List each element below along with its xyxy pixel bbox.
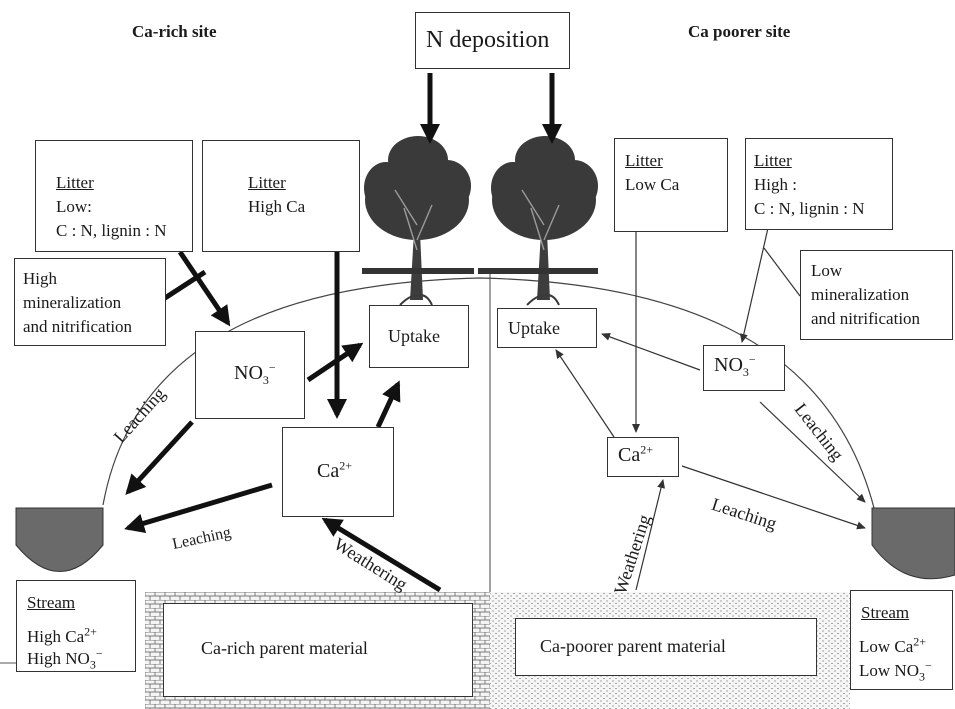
litter-high-ca-box: Litter High Ca — [202, 140, 360, 252]
litter-high-cn-line2: C : N, lignin : N — [754, 199, 865, 218]
stream-title-right: Stream — [861, 603, 910, 622]
low-mineralization-line3: and nitrification — [811, 309, 921, 328]
high-mineralization-line1: High — [23, 269, 57, 288]
arrow-ca-leaching-right — [681, 465, 866, 530]
arrow-no3-to-uptake — [306, 342, 364, 383]
litter-low-cn-title: Litter — [56, 173, 94, 192]
parent-material-right-box: Ca-poorer parent material — [515, 618, 817, 676]
stream-title-left: Stream — [27, 593, 76, 612]
litter-low-ca-box: Litter Low Ca — [614, 138, 728, 232]
arrow-litter-to-no3 — [177, 250, 231, 327]
litter-low-ca-title: Litter — [625, 151, 663, 170]
arrow-ca-leaching — [124, 482, 273, 534]
title-ca-rich-site: Ca-rich site — [132, 22, 217, 41]
uptake-label-left: Uptake — [388, 326, 440, 346]
ca-box-right: Ca2+ — [607, 437, 679, 477]
arrow-weathering-right — [635, 479, 665, 591]
stream-ca-right: Low Ca2+ — [859, 634, 927, 656]
soil-surface-line — [102, 277, 876, 513]
stream-channel-left — [15, 507, 104, 572]
ca-label-left: Ca2+ — [317, 458, 352, 482]
n-deposition-label: N deposition — [426, 27, 550, 53]
high-mineralization-line3: and nitrification — [23, 317, 133, 336]
litter-low-cn-line1: Low: — [56, 197, 92, 216]
arrow-no3-leaching — [125, 420, 194, 495]
low-mineralization-line1: Low — [811, 261, 843, 280]
stream-channel-right — [871, 507, 955, 580]
litter-high-ca-title: Litter — [248, 173, 286, 192]
n-deposition-box: N deposition — [415, 12, 570, 69]
litter-low-cn-box: Litter Low: C : N, lignin : N — [35, 140, 193, 252]
parent-material-right-label: Ca-poorer parent material — [540, 636, 726, 656]
stream-no3-left: High NO3− — [27, 646, 103, 672]
low-mineralization-box: Low mineralization and nitrification — [800, 250, 953, 340]
tree-icon-left — [362, 136, 474, 306]
arrow-ca-to-uptake — [375, 380, 401, 429]
arrow-mineralization-tick-right — [763, 247, 801, 297]
arrow-litter-high-to-no3 — [739, 227, 769, 343]
ca-label-right: Ca2+ — [618, 442, 653, 466]
stream-box-right: Stream Low Ca2+ Low NO3− — [850, 590, 953, 690]
arrow-no3-leaching-right — [759, 401, 866, 503]
litter-high-ca-line1: High Ca — [248, 197, 306, 216]
ca-box-left: Ca2+ — [282, 427, 394, 517]
parent-material-left-box: Ca-rich parent material — [163, 603, 473, 697]
parent-material-left-label: Ca-rich parent material — [201, 638, 368, 658]
high-mineralization-line2: mineralization — [23, 293, 122, 312]
arrow-weathering-left — [321, 517, 442, 593]
litter-high-cn-title: Litter — [754, 151, 792, 170]
uptake-box-left: Uptake — [369, 305, 469, 368]
arrow-mineralization-tick — [163, 269, 207, 301]
litter-low-cn-line2: C : N, lignin : N — [56, 221, 167, 240]
litter-high-cn-line1: High : — [754, 175, 797, 194]
stream-ca-left: High Ca2+ — [27, 624, 97, 646]
tree-icon-right — [478, 136, 598, 306]
litter-low-ca-line1: Low Ca — [625, 175, 680, 194]
no3-box-left: NO3− — [195, 331, 305, 419]
low-mineralization-line2: mineralization — [811, 285, 910, 304]
title-ca-poorer-site: Ca poorer site — [688, 22, 791, 41]
stream-box-left: Stream High Ca2+ High NO3− — [16, 580, 136, 672]
no3-box-right: NO3− — [703, 345, 785, 391]
arrow-ca-to-uptake-right — [555, 349, 615, 438]
no3-label-left: NO3− — [234, 360, 276, 387]
arrow-no3-to-uptake-right — [601, 333, 701, 371]
uptake-label-right: Uptake — [508, 318, 560, 338]
stream-no3-right: Low NO3− — [859, 658, 932, 684]
litter-high-cn-box: Litter High : C : N, lignin : N — [745, 138, 893, 230]
no3-label-right: NO3− — [714, 352, 756, 379]
high-mineralization-box: High mineralization and nitrification — [14, 258, 166, 346]
uptake-box-right: Uptake — [497, 308, 597, 348]
